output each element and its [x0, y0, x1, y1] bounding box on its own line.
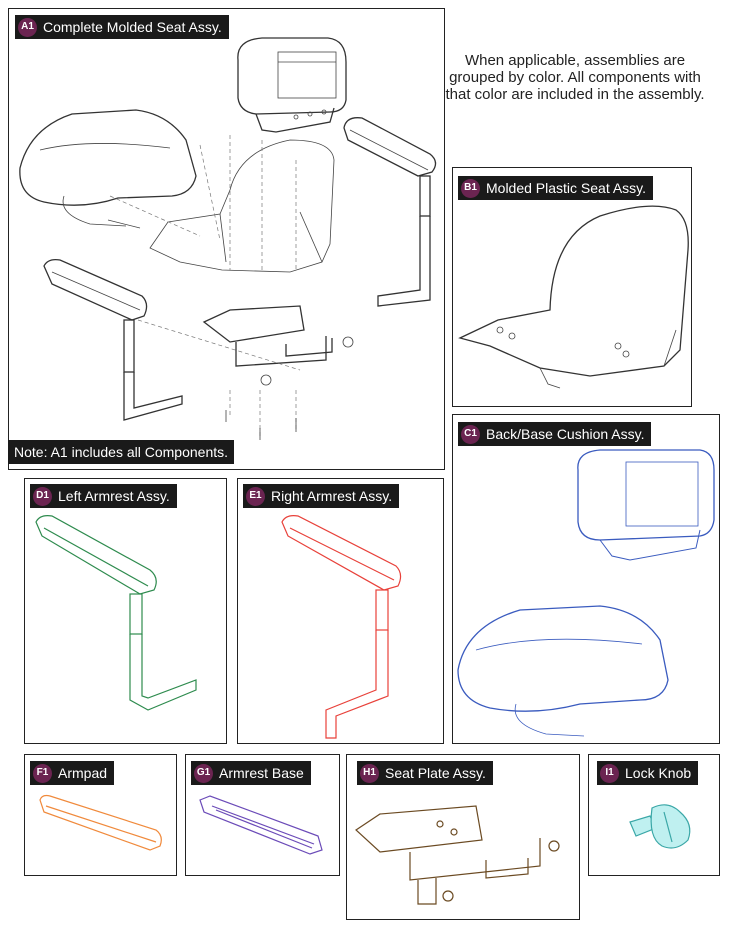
label-c1-text: Back/Base Cushion Assy. — [486, 426, 645, 442]
i1-lock-knob — [629, 804, 691, 849]
label-b1-text: Molded Plastic Seat Assy. — [486, 180, 647, 196]
a1-right-armrest — [343, 117, 437, 307]
note-a1-components: Note: A1 includes all Components. — [8, 440, 235, 464]
label-a1: A1 Complete Molded Seat Assy. — [15, 15, 229, 39]
label-c1: C1 Back/Base Cushion Assy. — [458, 422, 652, 446]
c1-back-cushion — [577, 449, 715, 561]
a1-left-armrest — [43, 258, 183, 421]
label-e1: E1 Right Armrest Assy. — [243, 484, 400, 508]
g1-armrest-base — [199, 795, 323, 855]
panel-a1-complete-seat — [8, 8, 445, 470]
label-h1: H1 Seat Plate Assy. — [357, 761, 493, 785]
panel-c1-cushion — [452, 414, 720, 744]
d1-left-armrest — [35, 515, 197, 711]
badge-e1: E1 — [246, 486, 265, 506]
color-grouping-caption: When applicable, assemblies are grouped … — [445, 52, 705, 103]
label-a1-text: Complete Molded Seat Assy. — [43, 19, 222, 35]
label-h1-text: Seat Plate Assy. — [385, 765, 486, 781]
b1-plastic-seat — [458, 205, 689, 389]
a1-hardware — [109, 135, 301, 440]
label-g1-text: Armrest Base — [219, 765, 304, 781]
badge-c1: C1 — [461, 424, 480, 444]
badge-b1: B1 — [461, 178, 480, 198]
c1-base-cushion — [457, 605, 669, 737]
a1-plastic-seat-shell — [149, 139, 335, 273]
a1-seat-cushion — [19, 109, 197, 229]
e1-right-armrest — [281, 515, 402, 739]
panel-d1-left-armrest — [24, 478, 227, 744]
label-i1-text: Lock Knob — [625, 765, 692, 781]
badge-h1: H1 — [360, 763, 379, 783]
label-g1: G1 Armrest Base — [191, 761, 311, 785]
a1-seat-plate — [202, 305, 354, 386]
badge-d1: D1 — [33, 486, 52, 506]
badge-g1: G1 — [194, 763, 213, 783]
label-d1: D1 Left Armrest Assy. — [30, 484, 177, 508]
badge-i1: I1 — [600, 763, 619, 783]
label-f1-text: Armpad — [58, 765, 108, 781]
f1-armpad — [39, 794, 162, 851]
label-e1-text: Right Armrest Assy. — [271, 488, 393, 504]
label-f1: F1 Armpad — [30, 761, 115, 785]
a1-seat-back — [237, 37, 347, 133]
h1-seat-plate — [355, 805, 560, 905]
badge-a1: A1 — [18, 17, 37, 37]
label-b1: B1 Molded Plastic Seat Assy. — [458, 176, 654, 200]
label-i1: I1 Lock Knob — [597, 761, 699, 785]
label-d1-text: Left Armrest Assy. — [58, 488, 170, 504]
badge-f1: F1 — [33, 763, 52, 783]
panel-e1-right-armrest — [237, 478, 444, 744]
